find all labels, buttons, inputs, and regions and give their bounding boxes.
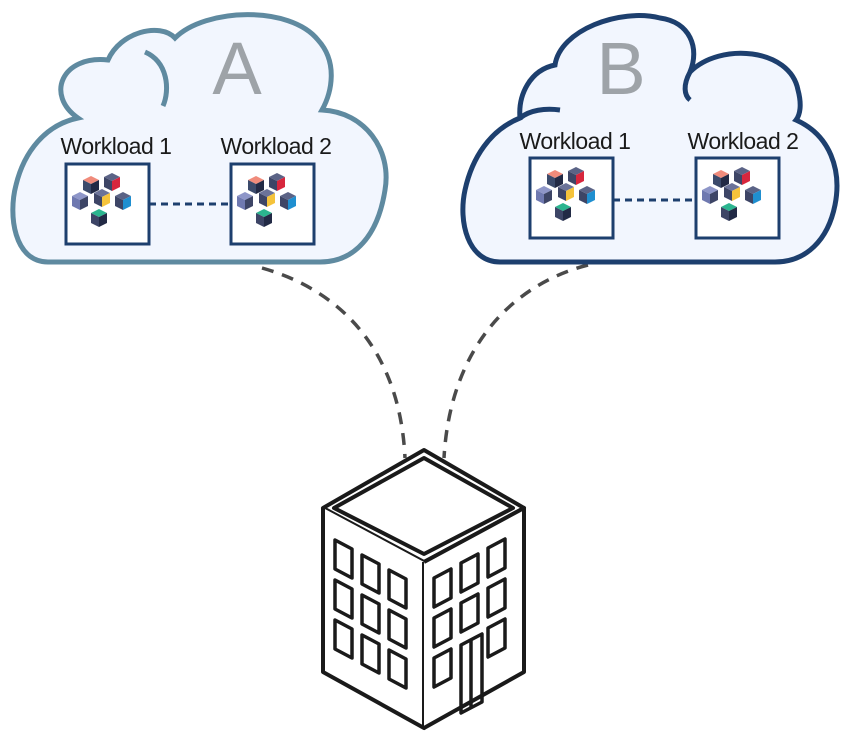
cloud-a: A Workload 1 Workload 2 (10, 12, 389, 265)
cloud-a-workload-2-label: Workload 2 (221, 133, 332, 159)
cloud-a-inner-curve (143, 49, 170, 108)
cloud-b-inner-curve-left (518, 106, 561, 121)
cloud-b-workload-2-label: Workload 2 (688, 128, 799, 154)
cloud-b-letter: B (596, 27, 645, 110)
cloud-a-letter: A (212, 27, 262, 110)
connector-cloud-b-to-building (442, 263, 589, 459)
cloud-a-workload-1-label: Workload 1 (61, 133, 172, 159)
cloud-b-workload-1-label: Workload 1 (520, 128, 631, 154)
cloud-b: B Workload 1 Workload 2 (460, 13, 840, 265)
cloud-b-inner-curve-right (682, 70, 693, 102)
office-building-icon (321, 448, 526, 730)
connector-cloud-a-to-building (261, 266, 407, 459)
